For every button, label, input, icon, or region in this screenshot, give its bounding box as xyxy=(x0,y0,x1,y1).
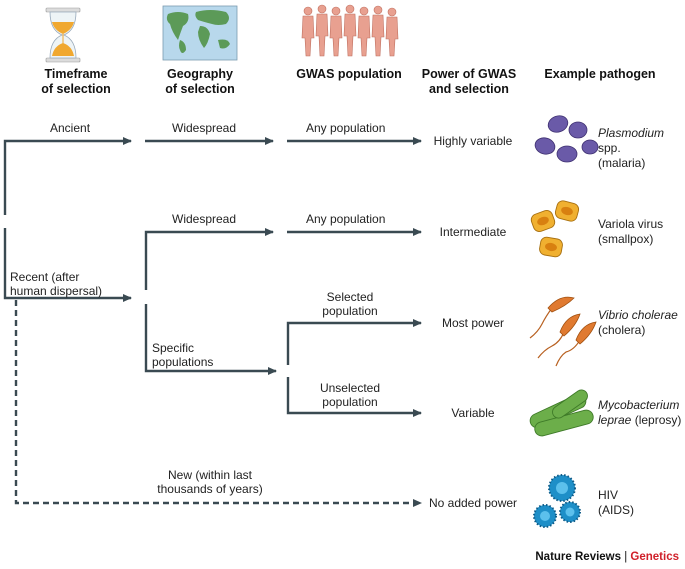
label-widespread-2: Widespread xyxy=(172,212,237,226)
power-row3: Most power xyxy=(441,316,505,330)
journal-credit: Nature Reviews | Genetics xyxy=(535,551,679,563)
arrow-selected-population xyxy=(286,319,422,365)
pathogen-hiv: HIV (AIDS) xyxy=(598,488,634,517)
arrow-specific-populations xyxy=(144,304,277,375)
human-population-icon xyxy=(301,4,399,57)
pathogen-vibrio: Vibrio cholerae (cholera) xyxy=(598,308,678,337)
label-widespread-1: Widespread xyxy=(172,121,237,135)
arrow-recent xyxy=(3,228,132,302)
arrow-ancient xyxy=(3,137,132,215)
pathogen-variola: Variola virus (smallpox) xyxy=(598,217,664,246)
plasmodium-illustration xyxy=(534,115,599,163)
header-example-pathogen: Example pathogen xyxy=(544,67,656,81)
arrow-widespread-2 xyxy=(144,228,274,290)
power-row1: Highly variable xyxy=(433,134,513,148)
hiv-illustration xyxy=(533,474,581,528)
arrow-new-dashed xyxy=(14,300,422,507)
label-any-population-2: Any population xyxy=(306,212,386,226)
vibrio-illustration xyxy=(529,296,597,367)
power-row5: No added power xyxy=(428,496,518,510)
mycobacterium-illustration xyxy=(529,389,594,437)
world-map-icon xyxy=(162,5,238,61)
label-ancient: Ancient xyxy=(50,121,91,135)
pathogen-plasmodium: Plasmodium spp. (malaria) xyxy=(598,126,665,170)
pathogen-mycobacterium: Mycobacterium leprae (leprosy) xyxy=(598,398,682,427)
variola-illustration xyxy=(530,200,580,258)
hourglass-icon xyxy=(45,7,81,63)
header-gwas-population: GWAS population xyxy=(296,67,402,81)
label-any-population-1: Any population xyxy=(306,121,386,135)
power-row2: Intermediate xyxy=(439,225,507,239)
power-row4: Variable xyxy=(451,406,495,420)
arrow-unselected-population xyxy=(286,377,422,417)
